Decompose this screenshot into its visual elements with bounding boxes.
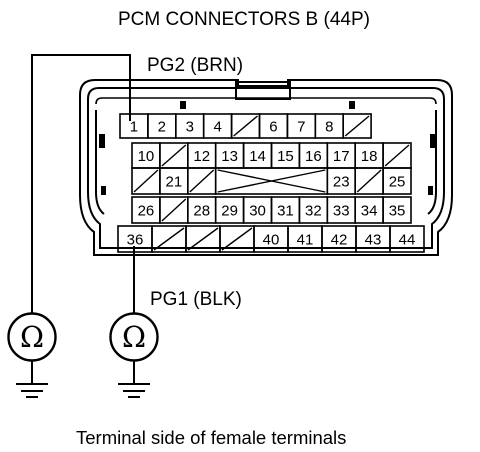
unused-pin-slash	[133, 169, 159, 193]
pin-number: 25	[389, 174, 406, 191]
pin-number: 7	[297, 119, 305, 136]
unused-pin-slash	[161, 198, 187, 222]
unused-pin-slash	[221, 227, 253, 251]
pin-number: 43	[365, 232, 382, 249]
pin-cell-connector.row3.5	[382, 167, 412, 195]
ground-symbol-left	[16, 361, 48, 398]
pin-number: 12	[193, 148, 210, 165]
pg1-wire-label: PG1 (BLK)	[150, 289, 242, 310]
unused-pin-slash	[344, 115, 370, 137]
connector-housing	[79, 79, 453, 256]
pin-number: 16	[305, 148, 322, 165]
pin-number: 40	[263, 232, 280, 249]
pin-number: 33	[333, 203, 350, 220]
ohmmeter-right: Ω	[109, 312, 159, 362]
pin-number: 28	[193, 203, 210, 220]
pin-number: 29	[221, 203, 238, 220]
unused-pin-slash	[187, 227, 219, 251]
unused-pin-slash	[233, 115, 258, 137]
pin-number: 44	[399, 232, 416, 249]
pin-number: 32	[305, 203, 322, 220]
housing-latch-marks	[99, 101, 436, 195]
ground-symbol-right	[118, 361, 150, 398]
pin-number: 3	[186, 119, 194, 136]
ohm-symbol-left: Ω	[20, 320, 44, 354]
pin-number: 42	[331, 232, 348, 249]
unused-pin-slash	[356, 169, 382, 193]
unused-pin-slash	[161, 144, 187, 167]
pin-cell-connector.row5.8	[389, 225, 425, 253]
wires	[31, 54, 135, 313]
pin-number: 23	[333, 174, 350, 191]
ohmmeter-left: Ω	[7, 312, 57, 362]
pin-number: 14	[249, 148, 266, 165]
pin-number: 6	[269, 119, 277, 136]
pin-number: 26	[138, 203, 155, 220]
merged-block-cross	[217, 169, 326, 193]
pin-number: 2	[158, 119, 166, 136]
unused-pin-slash	[384, 144, 410, 167]
pin-number: 13	[221, 148, 238, 165]
diagram-title: PCM CONNECTORS B (44P)	[118, 9, 370, 30]
pin-number: 8	[325, 119, 333, 136]
pin-number: 1	[130, 119, 138, 136]
pin-number: 41	[297, 232, 314, 249]
unused-pin-slash	[189, 169, 215, 193]
pin-cell-connector.row4.9	[382, 196, 412, 224]
pin-number: 35	[389, 203, 406, 220]
caption: Terminal side of female terminals	[76, 427, 346, 448]
pin-number: 10	[138, 148, 155, 165]
pin-number: 4	[213, 119, 221, 136]
unused-pin-slash	[153, 227, 185, 251]
pin-number: 21	[166, 174, 183, 191]
pin-number: 17	[333, 148, 350, 165]
pg2-wire-label: PG2 (BRN)	[147, 55, 243, 76]
ohm-symbol-right: Ω	[122, 320, 146, 354]
pin-number: 18	[361, 148, 378, 165]
pin-number: 15	[277, 148, 294, 165]
pin-number: 34	[361, 203, 378, 220]
pin-number: 30	[249, 203, 266, 220]
pin-cell-connector.row1.8	[342, 113, 372, 139]
pg2-wire	[31, 54, 131, 313]
pin-number: 36	[127, 232, 144, 249]
pin-number: 31	[277, 203, 294, 220]
